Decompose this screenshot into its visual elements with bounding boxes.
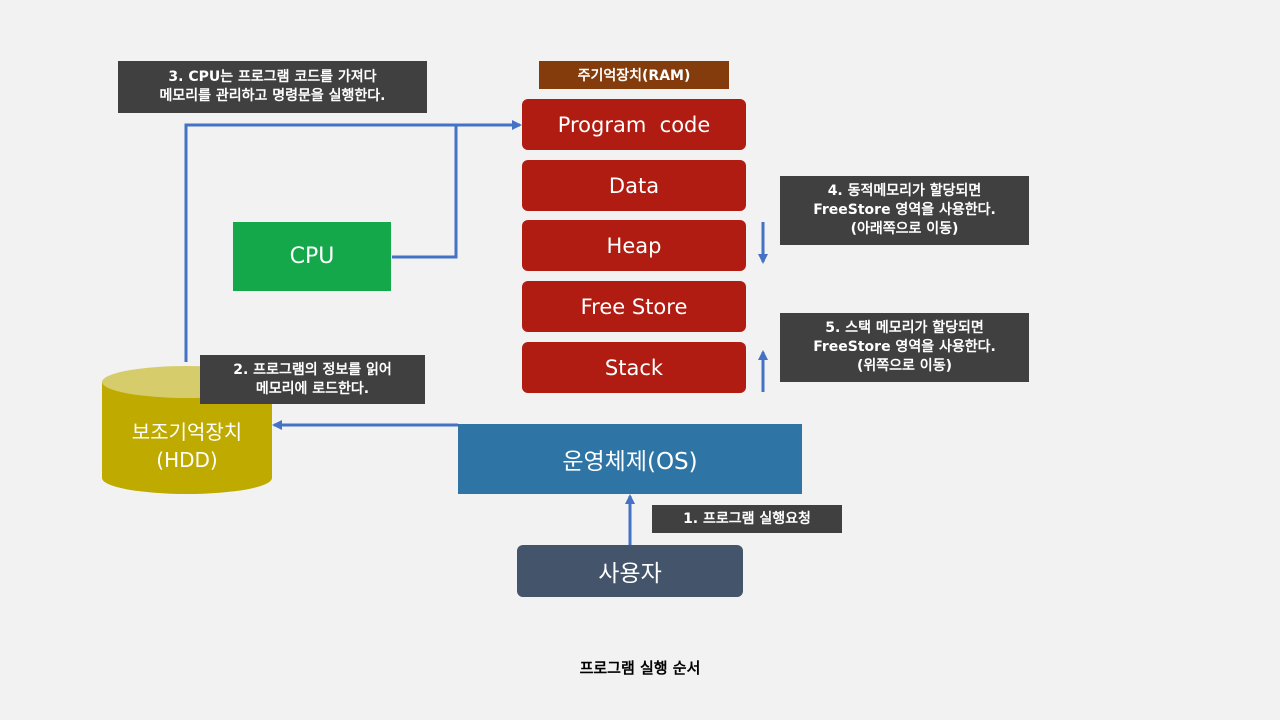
os-box: 운영체제(OS) — [458, 424, 802, 494]
user-box: 사용자 — [517, 545, 743, 597]
diagram-caption: 프로그램 실행 순서 — [579, 658, 701, 677]
hdd-to-program-arrow — [184, 120, 522, 362]
hdd-label: 보조기억장치 (HDD) — [102, 418, 272, 478]
note-step3: 3. CPU는 프로그램 코드를 가져다 메모리를 관리하고 명령문을 실행한다… — [118, 61, 427, 113]
ram-block-free-store: Free Store — [522, 281, 746, 332]
note-step5: 5. 스택 메모리가 할당되면 FreeStore 영역을 사용한다. (위쪽으… — [780, 313, 1029, 382]
note-step2: 2. 프로그램의 정보를 읽어 메모리에 로드한다. — [200, 355, 425, 404]
ram-header: 주기억장치(RAM) — [539, 61, 729, 89]
note-step4: 4. 동적메모리가 할당되면 FreeStore 영역을 사용한다. (아래쪽으… — [780, 176, 1029, 245]
ram-block-stack: Stack — [522, 342, 746, 393]
hdd-label-line1: 보조기억장치 — [131, 420, 243, 444]
ram-block-data: Data — [522, 160, 746, 211]
ram-block-program-code: Program code — [522, 99, 746, 150]
cpu-to-program-arrow — [392, 125, 458, 259]
note-step1: 1. 프로그램 실행요청 — [652, 505, 842, 533]
cpu-box: CPU — [233, 222, 391, 291]
ram-block-heap: Heap — [522, 220, 746, 271]
hdd-label-line2: (HDD) — [156, 448, 218, 472]
